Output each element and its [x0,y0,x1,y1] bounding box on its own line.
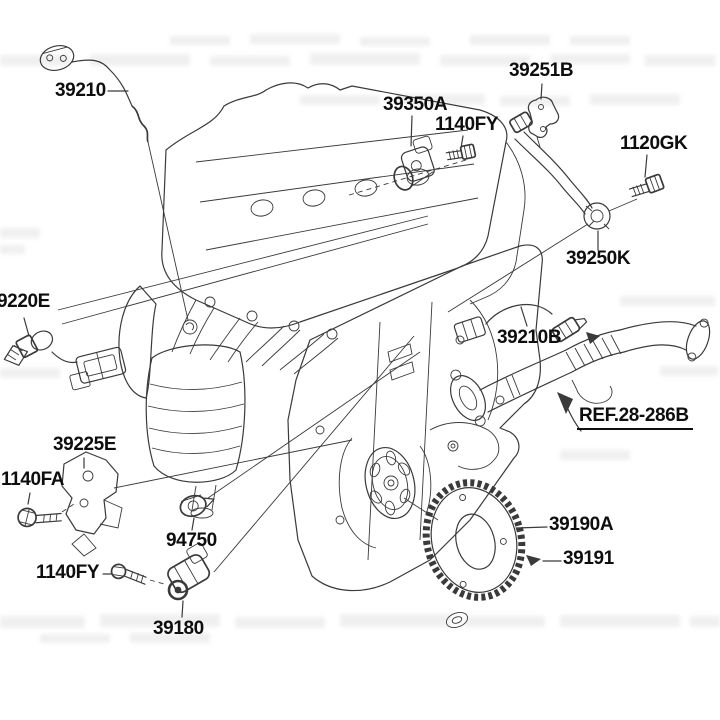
part-label-39190A: 39190A [549,514,614,535]
part-label-39250K: 39250K [566,248,631,269]
part-label-39350A: 39350A [383,94,448,115]
cam-sensor-39180 [167,542,211,601]
leader-1120GK-clamp [608,198,638,212]
leader-9220E-b [61,223,429,325]
valve-39350A [393,135,435,191]
leader-1140FY-39180 [149,579,165,585]
valve-cover [161,82,526,329]
part-label-39225E: 39225E [53,434,117,455]
leader-1140FY-39350A [345,159,467,197]
part-label-39210B: 39210B [497,327,562,348]
part-label-39191: 39191 [563,548,614,569]
hose-39250K [509,111,611,230]
oxygen-sensor-39210B [453,303,600,344]
part-label-ref-28-286B: REF.28-286B [577,406,693,430]
part-label-1140FY-bottom: 1140FY [36,562,100,583]
part-label-39210: 39210 [55,80,106,101]
bolt-1120GK [628,173,665,198]
exhaust-manifold [118,285,339,399]
part-label-39180: 39180 [153,618,204,639]
bolt-1140FA [17,507,62,528]
bolt-1140FY-bottom [110,563,147,585]
part-label-94750: 94750 [166,530,217,551]
label-leaders [23,83,648,618]
part-label-39251B: 39251B [509,60,574,81]
oxygen-sensor-9220E [3,330,127,391]
leader-39225E-engine [113,439,353,489]
leader-39250K-engine [447,223,589,313]
oxygen-sensor-39210 [39,45,189,321]
bracket-39251B [527,96,560,148]
leader-39180-engine [213,335,415,573]
bolt-1140FY-top [445,143,477,161]
knock-sensor-94750 [179,494,215,518]
flywheel [338,422,500,549]
part-label-9220E: 9220E [0,291,50,312]
part-label-1140FA: 1140FA [1,469,65,490]
exhaust-front-pipe [450,318,711,427]
leader-1140FA-bracket [61,503,75,513]
part-label-1120GK: 1120GK [620,133,688,154]
rivet-39191 [526,555,541,566]
ring-gear-39190A [422,479,526,601]
leader-94750-engine [207,351,421,499]
part-label-1140FY-top: 1140FY [435,114,499,135]
engine-block [287,244,543,629]
leader-9220E-a [57,215,429,311]
bracket-39225E [61,451,123,557]
catalytic-converter [145,344,246,519]
